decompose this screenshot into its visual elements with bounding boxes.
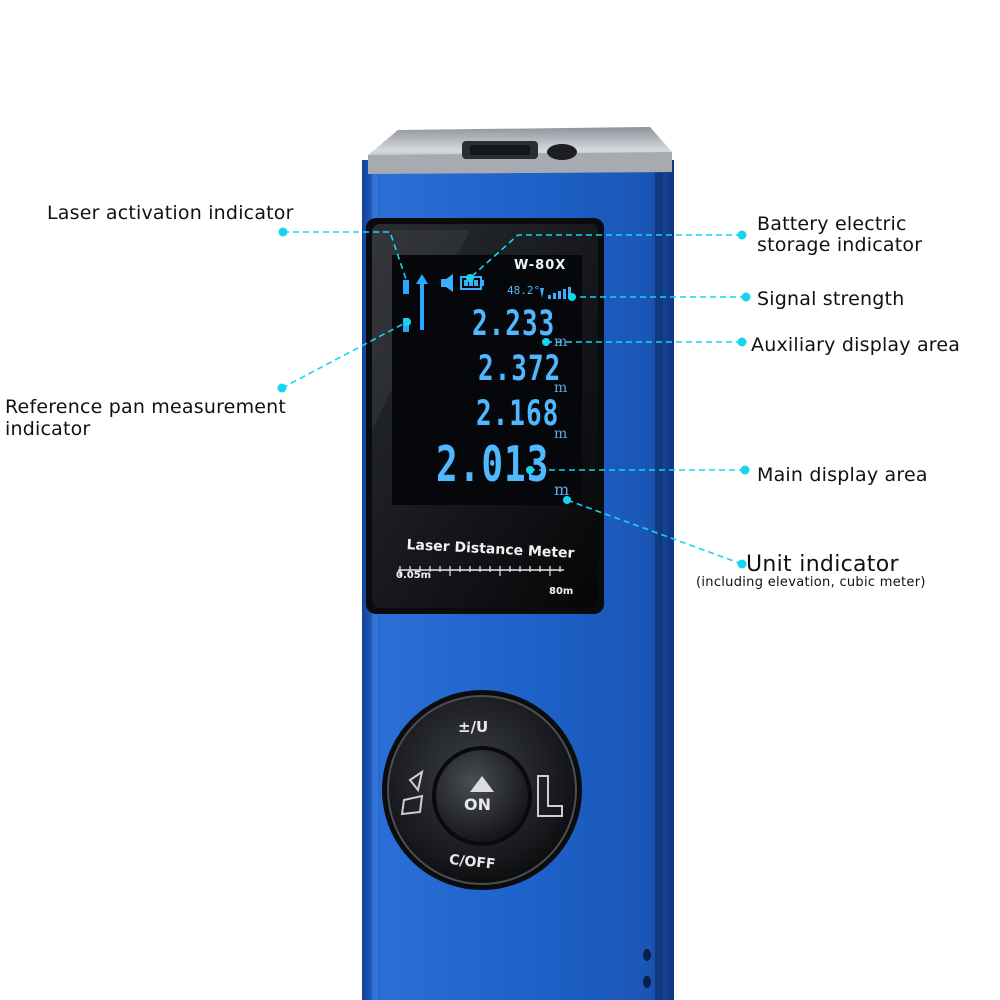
signal-strength-icon [548, 287, 571, 299]
screen-glass [366, 218, 604, 614]
aux-reading-2: 2.372 [478, 349, 562, 390]
device-top-cap [368, 127, 672, 174]
callout-laser-activation: Laser activation indicator [47, 202, 294, 224]
unit-main: m [554, 480, 570, 499]
unit-aux-1: m [554, 334, 568, 350]
probe-icon [540, 288, 544, 298]
callout-unit-subtitle: (including elevation, cubic meter) [696, 575, 926, 590]
unit-button-label[interactable]: ±/U [458, 718, 489, 736]
callout-line-reference [281, 321, 408, 389]
callout-lines [281, 231, 746, 565]
callout-signal-strength: Signal strength [757, 288, 905, 310]
on-button[interactable] [432, 746, 532, 846]
callout-line-laser [283, 231, 408, 283]
callout-battery-line2: storage indicator [757, 234, 923, 256]
ruler-scale [398, 566, 564, 576]
range-max: 80m [549, 586, 574, 597]
model-name: W-80X [514, 258, 567, 273]
unit-aux-3: m [554, 426, 568, 442]
callout-reference-pan-line1: Reference pan measurement [5, 396, 287, 418]
callout-dots [277, 227, 751, 569]
callout-auxiliary-display: Auxiliary display area [751, 334, 961, 356]
callout-unit-indicator: Unit indicator [746, 552, 899, 577]
callout-reference-pan-line2: indicator [5, 418, 91, 440]
side-dots [643, 949, 651, 988]
on-button-label[interactable]: ON [464, 795, 491, 814]
aux-reading-1: 2.233 [472, 304, 556, 345]
left-arrow-icon [400, 769, 424, 816]
callout-line-unit [566, 499, 743, 565]
callout-battery-line1: Battery electric [757, 213, 907, 235]
speaker-icon [441, 274, 453, 292]
main-reading: 2.013 [436, 438, 550, 494]
callout-main-display: Main display area [757, 464, 928, 486]
measure-mode-icon [537, 775, 563, 817]
callout-line-battery [469, 234, 742, 279]
unit-aux-2: m [554, 380, 568, 396]
range-min: 0.05m [396, 570, 432, 581]
temperature-readout: 48.2° [507, 284, 541, 297]
aux-reading-3: 2.168 [476, 394, 560, 435]
